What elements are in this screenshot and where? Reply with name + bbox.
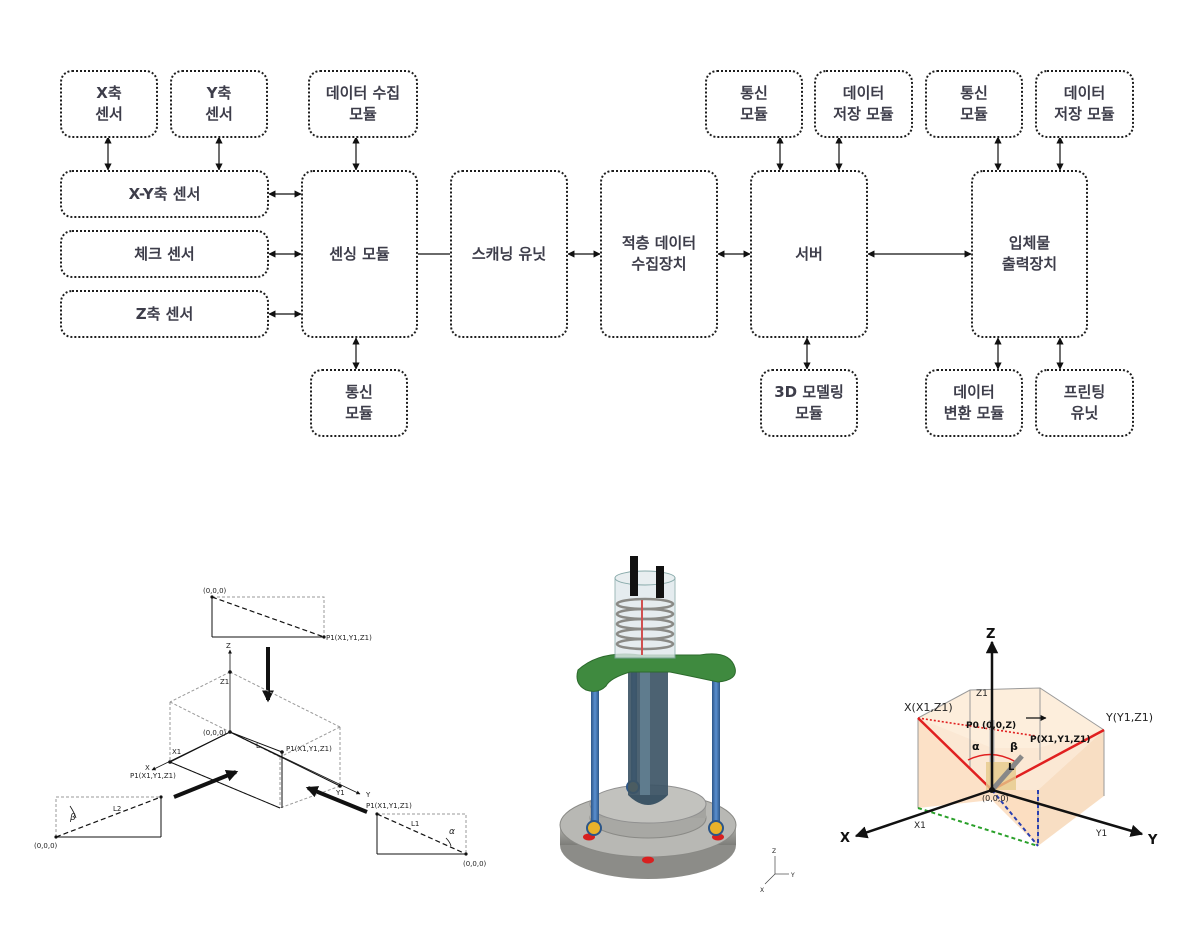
device-axis-y-label: Y <box>790 872 795 879</box>
cube-l-label: L <box>1008 762 1015 773</box>
cube-z1-label: Z1 <box>976 689 988 699</box>
y-axis-sensor-block: Y축 센서 <box>170 70 268 138</box>
top-origin-label: (0,0,0) <box>203 587 227 595</box>
left-diagonal-arrow <box>173 770 239 799</box>
device-render: Z Y X <box>559 556 795 894</box>
server-block: 서버 <box>750 170 868 338</box>
right-l1-label: L1 <box>411 820 419 828</box>
right-projection <box>375 812 468 856</box>
axis-z-label: Z <box>226 642 231 650</box>
cube-x1-label: X1 <box>914 821 926 831</box>
left-origin-label: (0,0,0) <box>34 842 58 850</box>
xy-axis-sensor-block: X-Y축 센서 <box>60 170 269 218</box>
cube-axis-y-label: Y <box>1147 833 1158 848</box>
comm-module-bottom-block: 통신 모듈 <box>310 369 408 437</box>
modeling-3d-block: 3D 모델링 모듈 <box>760 369 858 437</box>
cube-alpha-label: α <box>972 740 980 753</box>
data-storage-server-block: 데이터 저장 모듈 <box>814 70 913 138</box>
device-axis-x-label: X <box>760 887 764 894</box>
comm-module-server-block: 통신 모듈 <box>705 70 803 138</box>
block-diagram-connectors <box>104 136 1064 370</box>
data-storage-printer-block: 데이터 저장 모듈 <box>1035 70 1134 138</box>
layer-data-collector-block: 적층 데이터 수집장치 <box>600 170 718 338</box>
coordinate-figure: Z Z1 X(X1,Z1) Y(Y1,Z1) P0 (0,0,Z) P(X1,Y… <box>840 627 1158 848</box>
scanning-unit-block: 스캐닝 유닛 <box>450 170 568 338</box>
center-origin-label: (0,0,0) <box>203 729 227 737</box>
axis-y-label: Y <box>365 791 371 799</box>
cube-y-axis <box>991 788 1144 837</box>
cube-axis-x-label: X <box>840 831 850 846</box>
left-beta-label: β <box>69 813 76 823</box>
z1-label: Z1 <box>220 678 229 686</box>
check-sensor-block: 체크 센서 <box>60 230 269 278</box>
data-collection-module-block: 데이터 수집 모듈 <box>308 70 418 138</box>
left-l2-label: L2 <box>113 805 121 813</box>
right-p1-label: P1(X1,Y1,Z1) <box>366 802 412 810</box>
projection-box <box>169 671 341 809</box>
l-label: L <box>256 742 260 750</box>
printing-unit-block: 프린팅 유닛 <box>1035 369 1134 437</box>
left-projection <box>54 795 163 839</box>
printer-block: 입체물 출력장치 <box>971 170 1088 338</box>
cube-y-vec-label: Y(Y1,Z1) <box>1105 711 1153 724</box>
geometry-figure: (0,0,0) P1(X1,Y1,Z1) Z <box>34 587 487 868</box>
cube-p0-label: P0 (0,0,Z) <box>966 721 1016 731</box>
right-origin-label: (0,0,0) <box>463 860 487 868</box>
x1-label: X1 <box>172 748 181 756</box>
device-axis-z-label: Z <box>772 848 776 855</box>
x-axis-sensor-block: X축 센서 <box>60 70 158 138</box>
axis-x-label: X <box>145 764 150 772</box>
cube-axis-z-label: Z <box>986 627 995 642</box>
cube-x-axis <box>854 788 993 839</box>
cube-y1-label: Y1 <box>1095 829 1107 839</box>
y1-label: Y1 <box>335 789 345 797</box>
sensing-module-block: 센싱 모듈 <box>301 170 418 338</box>
center-p1-label: P1(X1,Y1,Z1) <box>286 745 332 753</box>
right-alpha-label: α <box>449 827 455 837</box>
top-projection <box>210 595 326 639</box>
y-axis <box>229 731 361 795</box>
cube-beta-label: β <box>1010 740 1018 753</box>
x-p1-label: P1(X1,Y1,Z1) <box>130 772 176 780</box>
cube-p-label: P(X1,Y1,Z1) <box>1030 735 1090 745</box>
data-conversion-block: 데이터 변환 모듈 <box>925 369 1023 437</box>
cube-x-vec-label: X(X1,Z1) <box>904 701 953 714</box>
z-axis-sensor-block: Z축 센서 <box>60 290 269 338</box>
cube-origin-label: (0,0,0) <box>982 794 1009 803</box>
top-p1-label: P1(X1,Y1,Z1) <box>326 634 372 642</box>
comm-module-printer-block: 통신 모듈 <box>925 70 1023 138</box>
x-axis <box>151 731 231 771</box>
right-diagonal-arrow <box>305 786 368 814</box>
